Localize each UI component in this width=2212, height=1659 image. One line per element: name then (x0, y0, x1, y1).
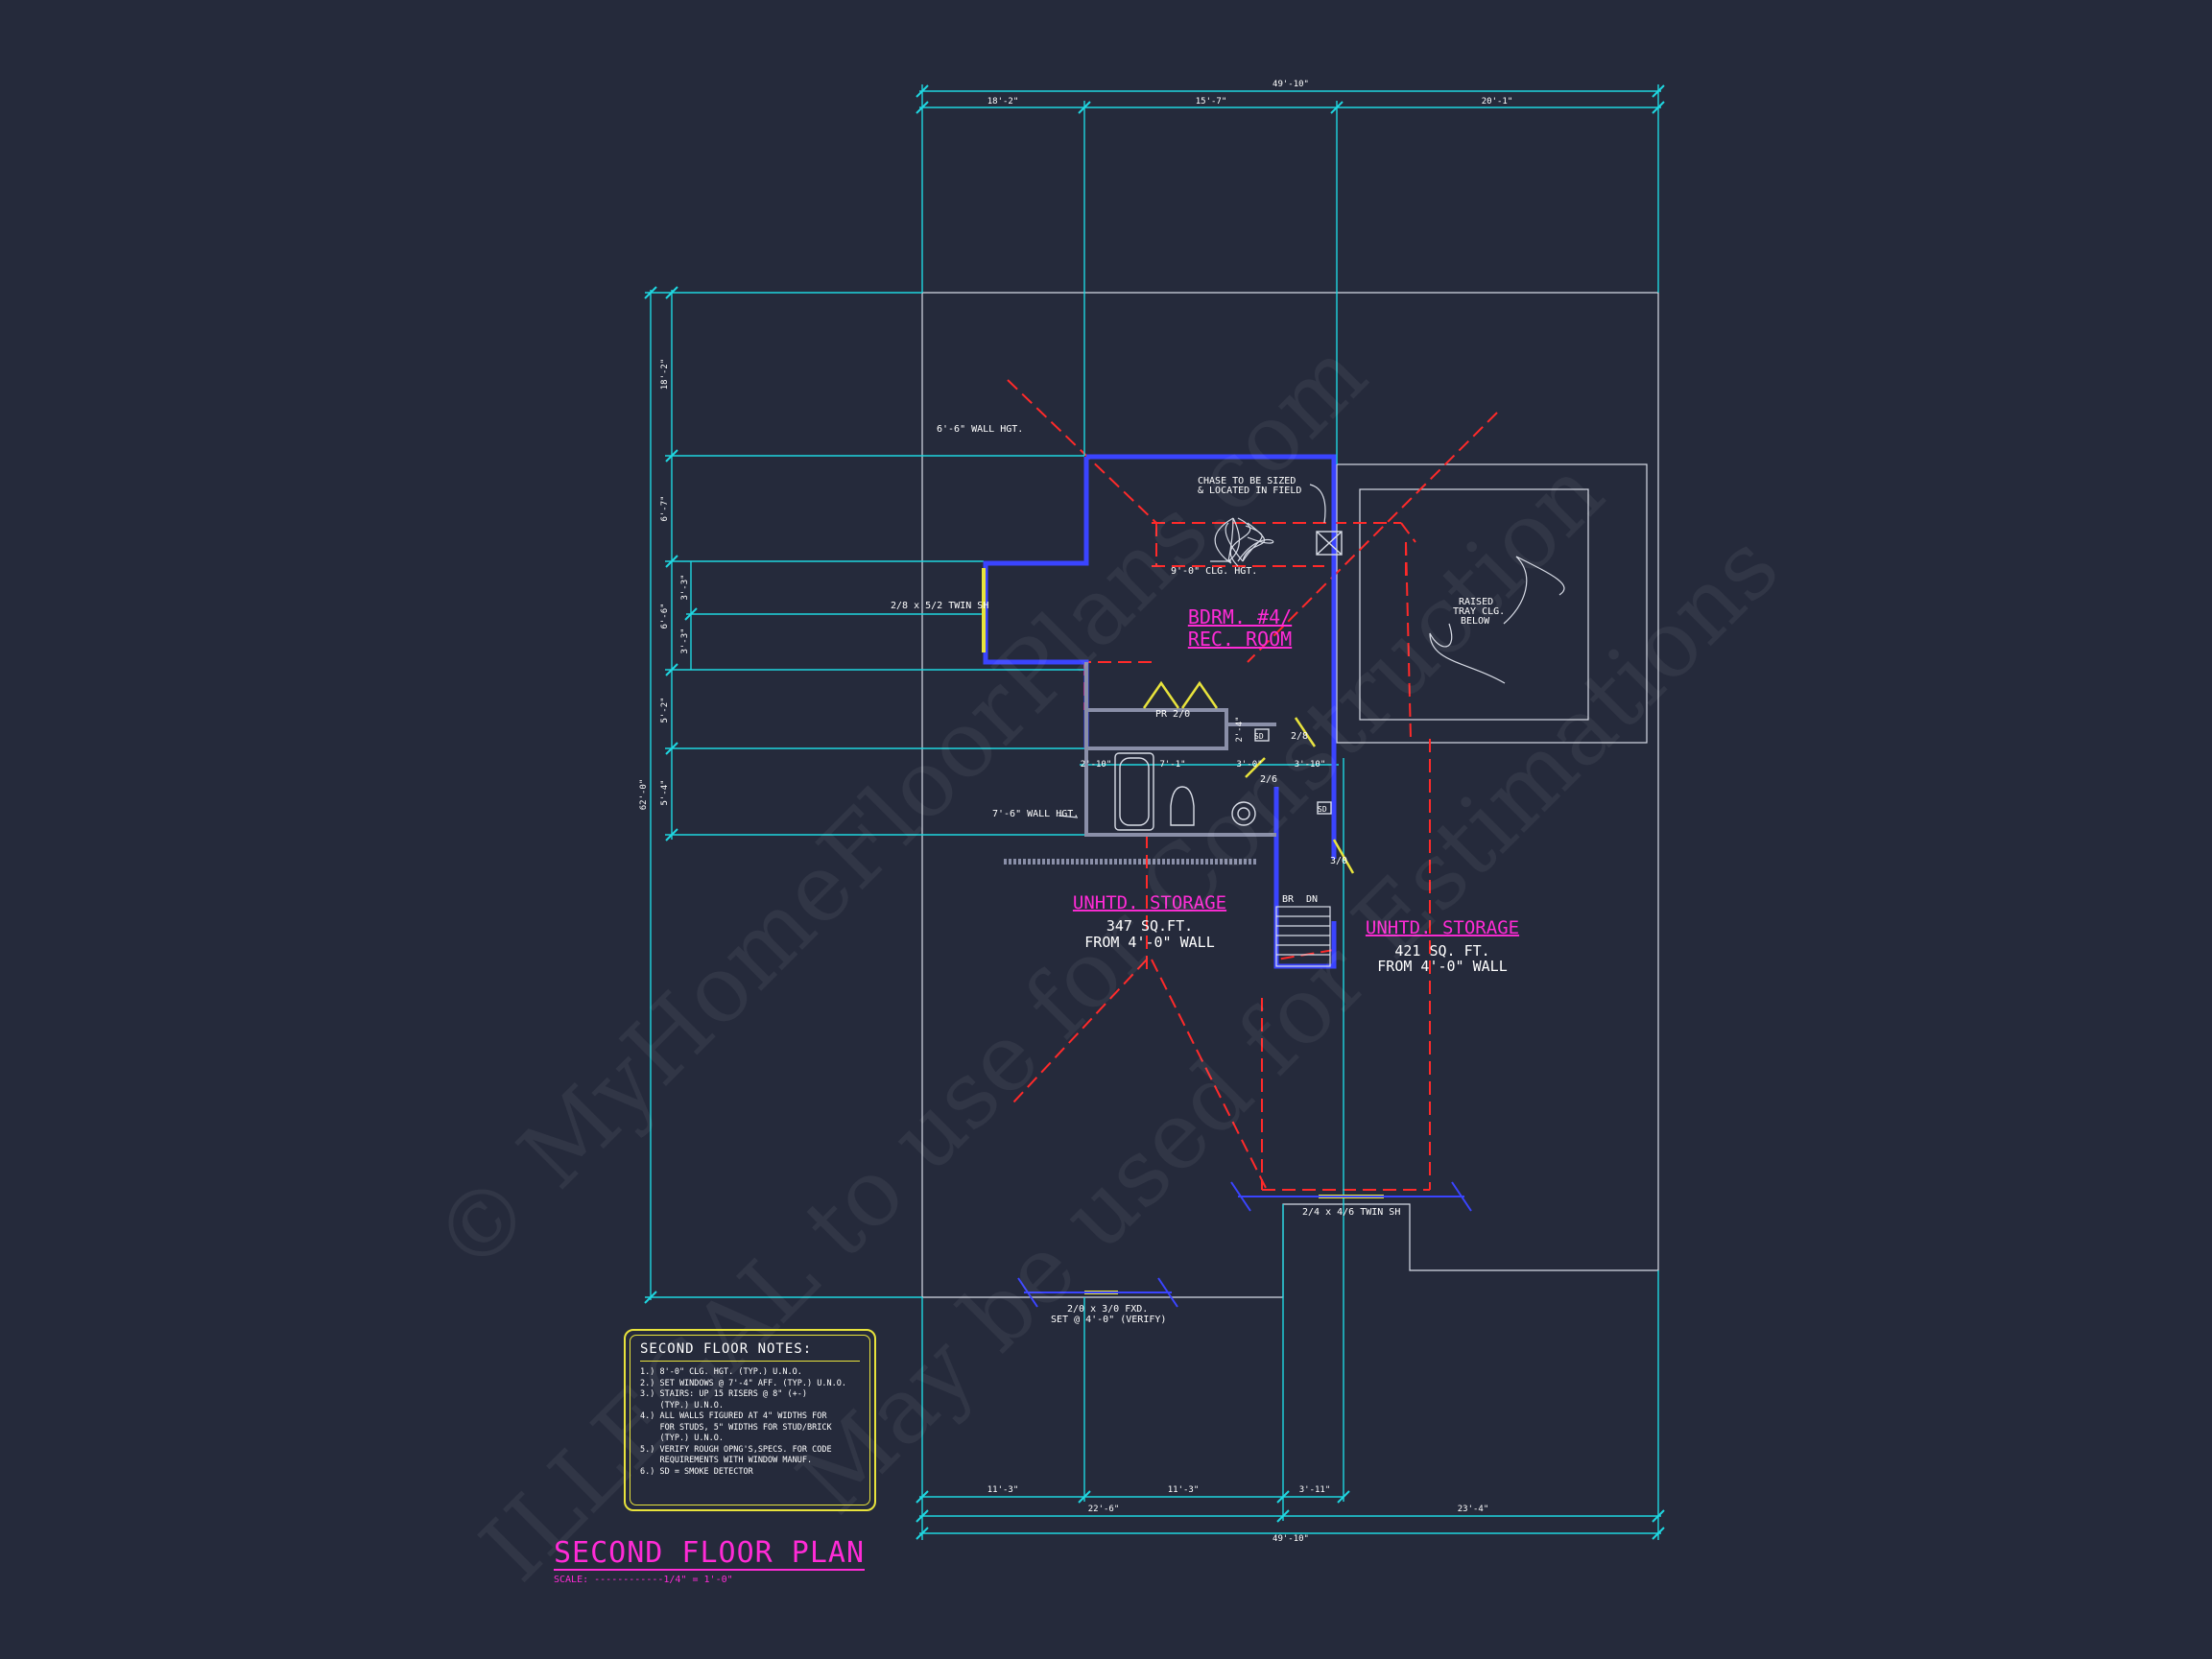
wall-height-bath: 7'-6" WALL HGT. (992, 809, 1079, 819)
note-item: 5.) VERIFY ROUGH OPNG'S,SPECS. FOR CODE … (640, 1444, 832, 1466)
dimension-ticks (644, 84, 1665, 1540)
tray-note-2: TRAY CLG. (1453, 606, 1505, 617)
storage-left-area: 347 SQ.FT. (1106, 917, 1193, 935)
sd-label-1: SD (1254, 732, 1264, 741)
bedroom-label-1: BDRM. #4/ (1188, 605, 1292, 628)
stairs (1275, 906, 1331, 967)
interior-walls (1004, 662, 1276, 865)
door-label-26: 2/6 (1260, 774, 1277, 785)
notes-title: SECOND FLOOR NOTES: (640, 1341, 860, 1362)
dim-left-seg-4: 3'-3" (680, 628, 690, 653)
tray-note-3: BELOW (1461, 616, 1490, 627)
sd-label-2: SD (1318, 805, 1327, 814)
window-label-left: 2/8 x 5/2 TWIN SH (891, 601, 988, 611)
dim-interior-1: 2'-10" (1081, 760, 1112, 770)
door-label-310: 3/0 (1330, 856, 1347, 866)
tray-note-1: RAISED (1459, 597, 1493, 607)
dim-interior-2: 7'-1" (1159, 760, 1185, 770)
ceiling-height: 9'-0" CLG. HGT. (1171, 566, 1257, 577)
door-label-28: 2/8 (1291, 731, 1308, 742)
dim-left-seg-2: 6'-7" (660, 495, 670, 521)
dimension-lines (645, 84, 1661, 1540)
dim-bottom-seg-3: 3'-11" (1299, 1485, 1331, 1495)
dim-bottom-seg-2: 11'-3" (1168, 1485, 1200, 1495)
dim-left-seg-3: 3'-3" (680, 574, 690, 600)
dim-bottom-seg-1: 11'-3" (987, 1485, 1019, 1495)
wall-height-top: 6'-6" WALL HGT. (937, 424, 1023, 435)
dim-left-overall: 62'-0" (639, 779, 649, 811)
dim-bottom-overall: 49'-10" (1272, 1534, 1309, 1544)
dim-interior-4: 3'-10" (1295, 760, 1326, 770)
note-item: 1.) 8'-0" CLG. HGT. (TYP.) U.N.O. (640, 1367, 802, 1377)
dim-top-seg-1: 18'-2" (987, 97, 1019, 107)
dim-interior-3: 3'-0" (1236, 760, 1262, 770)
dim-bottom-mid-2: 23'-4" (1458, 1505, 1489, 1514)
storage-left-title: UNHTD. STORAGE (1073, 892, 1226, 913)
storage-right-note: FROM 4'-0" WALL (1377, 958, 1507, 975)
window-label-bottom-2: SET @ 4'-0" (VERIFY) (1051, 1315, 1166, 1325)
bathroom-fixtures (1114, 531, 1343, 831)
dim-top-overall: 49'-10" (1272, 80, 1309, 89)
hip-lines (1007, 379, 1498, 1191)
stair-label-br: BR (1282, 894, 1295, 905)
dim-left-seg-1: 18'-2" (660, 359, 670, 391)
note-item: 4.) ALL WALLS FIGURED AT 4" WIDTHS FOR F… (640, 1411, 832, 1443)
bedroom-label-2: REC. ROOM (1188, 628, 1292, 651)
note-item: 2.) SET WINDOWS @ 7'-4" AFF. (TYP.) U.N.… (640, 1378, 846, 1388)
dim-left-seg-6: 5'-2" (660, 697, 670, 723)
door-label-pr: PR 2/0 (1155, 709, 1190, 720)
storage-left-note: FROM 4'-0" WALL (1084, 934, 1214, 951)
chase-note-1: CHASE TO BE SIZED (1198, 476, 1296, 486)
dim-top-seg-3: 20'-1" (1482, 97, 1513, 107)
storage-right-area: 421 SQ. FT. (1394, 942, 1489, 960)
dim-bottom-mid-1: 22'-6" (1088, 1505, 1120, 1514)
dim-top-seg-2: 15'-7" (1196, 97, 1227, 107)
dim-left-seg-7: 5'-4" (660, 779, 670, 805)
window-label-bottom-1: 2/0 x 3/0 FXD. (1067, 1304, 1148, 1315)
note-item: 3.) STAIRS: UP 15 RISERS @ 8" (+-) (TYP.… (640, 1389, 807, 1410)
stair-label-dn: DN (1306, 894, 1318, 905)
roof-outline (921, 292, 1659, 1298)
note-item: 6.) SD = SMOKE DETECTOR (640, 1466, 753, 1477)
dim-interior-5: 2'-4" (1235, 716, 1245, 742)
chase-note-2: & LOCATED IN FIELD (1198, 486, 1301, 496)
leader-lines (1058, 484, 1565, 818)
storage-right-title: UNHTD. STORAGE (1366, 917, 1519, 938)
plan-scale: SCALE: ------------1/4" = 1'-0" (554, 1575, 733, 1585)
window-markers (1017, 1181, 1472, 1308)
plan-title: SECOND FLOOR PLAN (554, 1536, 866, 1571)
window-label-bottom-right: 2/4 x 4/6 TWIN SH (1302, 1207, 1400, 1218)
dim-left-seg-5: 6'-6" (660, 603, 670, 628)
second-floor-notes-panel: SECOND FLOOR NOTES: 1.) 8'-0" CLG. HGT. … (624, 1329, 876, 1511)
